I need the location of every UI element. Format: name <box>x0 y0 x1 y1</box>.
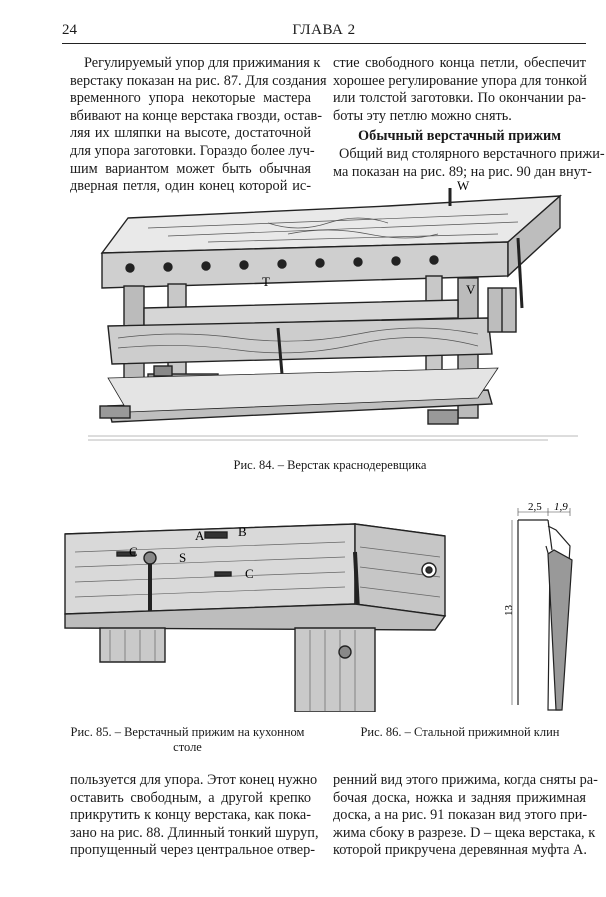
caption-line: Рис. 85. – Верстачный прижим на кухонном <box>70 725 305 739</box>
figure-86-wedge: 2,5 1,9 13 <box>490 500 590 715</box>
figure-84-caption: Рис. 84. – Верстак краснодеревщика <box>233 458 427 472</box>
dim-top-right: 1,9 <box>554 501 568 513</box>
text-line: доска, а на рис. 91 показан вид этого пр… <box>333 807 588 824</box>
wedge-illustration: 2,5 1,9 13 <box>503 501 573 711</box>
figure-84-workbench: W T V <box>88 178 578 446</box>
text-line: верстаку показан на рис. 87. Для создани… <box>70 72 327 89</box>
text-line: ляя их шляпки на высоте, достаточной <box>70 125 311 142</box>
text-column-top-right-2: Общий вид столярного верстачного прижи- … <box>333 146 605 181</box>
text-line: вбивают на конце верстака гвозди, остав- <box>70 107 323 124</box>
text-line: которой прикручена деревянная муфта А. <box>333 842 587 859</box>
chapter-title: ГЛАВА 2 <box>292 22 356 38</box>
label-c-2: C <box>245 566 254 581</box>
page-number: 24 <box>62 22 77 38</box>
page-header: 24 ГЛАВА 2 <box>62 22 586 44</box>
text-line: временного упора некоторые мастера <box>70 90 311 107</box>
text-line: боты эту петлю можно снять. <box>333 107 512 124</box>
text-line: хорошее регулирование упора для тонкой <box>333 72 587 89</box>
text-column-top-left: Регулируемый упор для прижимания к верст… <box>70 55 327 196</box>
text-line: или толстой заготовки. По окончании ра- <box>333 90 586 107</box>
label-a: A <box>195 528 205 543</box>
clamp-illustration: A B C S C <box>64 523 447 713</box>
label-b: B <box>238 524 247 539</box>
text-column-top-right: стие свободного конца петли, обеспечит х… <box>333 55 587 125</box>
text-line: зано на рис. 88. Длинный тонкий шуруп, <box>70 824 319 841</box>
dim-top-left: 2,5 <box>528 501 542 513</box>
header-rule <box>62 43 586 44</box>
label-v: V <box>466 282 476 297</box>
section-heading: Обычный верстачный прижим <box>358 128 561 144</box>
text-line: ма показан на рис. 89; на рис. 90 дан вн… <box>333 163 592 180</box>
text-line: Общий вид столярного верстачного прижи- <box>339 146 605 162</box>
text-line: ренний вид этого прижима, когда сняты ра… <box>333 772 598 788</box>
caption-line: столе <box>173 740 202 754</box>
text-column-bottom-right: ренний вид этого прижима, когда сняты ра… <box>333 772 598 860</box>
label-c-1: C <box>129 544 138 559</box>
text-line: для упора заготовки. Гораздо более луч- <box>70 142 315 159</box>
label-t: T <box>262 274 270 289</box>
dim-height: 13 <box>503 605 515 617</box>
label-w: W <box>457 178 470 193</box>
workbench-illustration: W T V <box>88 178 578 441</box>
text-line: пользуется для упора. Этот конец нужно <box>70 772 318 788</box>
text-column-bottom-left: пользуется для упора. Этот конец нужно о… <box>70 772 319 860</box>
text-line: Регулируемый упор для прижимания к <box>84 55 321 71</box>
label-s: S <box>179 550 186 565</box>
figure-86-caption: Рис. 86. – Стальной прижимной клин <box>360 725 560 739</box>
text-line: дверная петля, один конец которой ис- <box>70 178 311 195</box>
text-line: прикрутить к концу верстака, как пока- <box>70 807 311 824</box>
text-line: стие свободного конца петли, обеспечит <box>333 55 586 71</box>
figure-85-caption: Рис. 85. – Верстачный прижим на кухонном… <box>50 725 325 755</box>
figure-85-clamp: A B C S C <box>55 512 465 713</box>
text-line: шим вариантом может быть обычная <box>70 160 311 177</box>
text-line: оставить свободным, а другой крепко <box>70 789 311 806</box>
text-line: бочая доска, ножка и задняя прижимная <box>333 789 586 806</box>
text-line: пропущенный через центральное отвер- <box>70 842 316 859</box>
text-line: жима сбоку в разрезе. D – щека верстака,… <box>333 824 596 841</box>
